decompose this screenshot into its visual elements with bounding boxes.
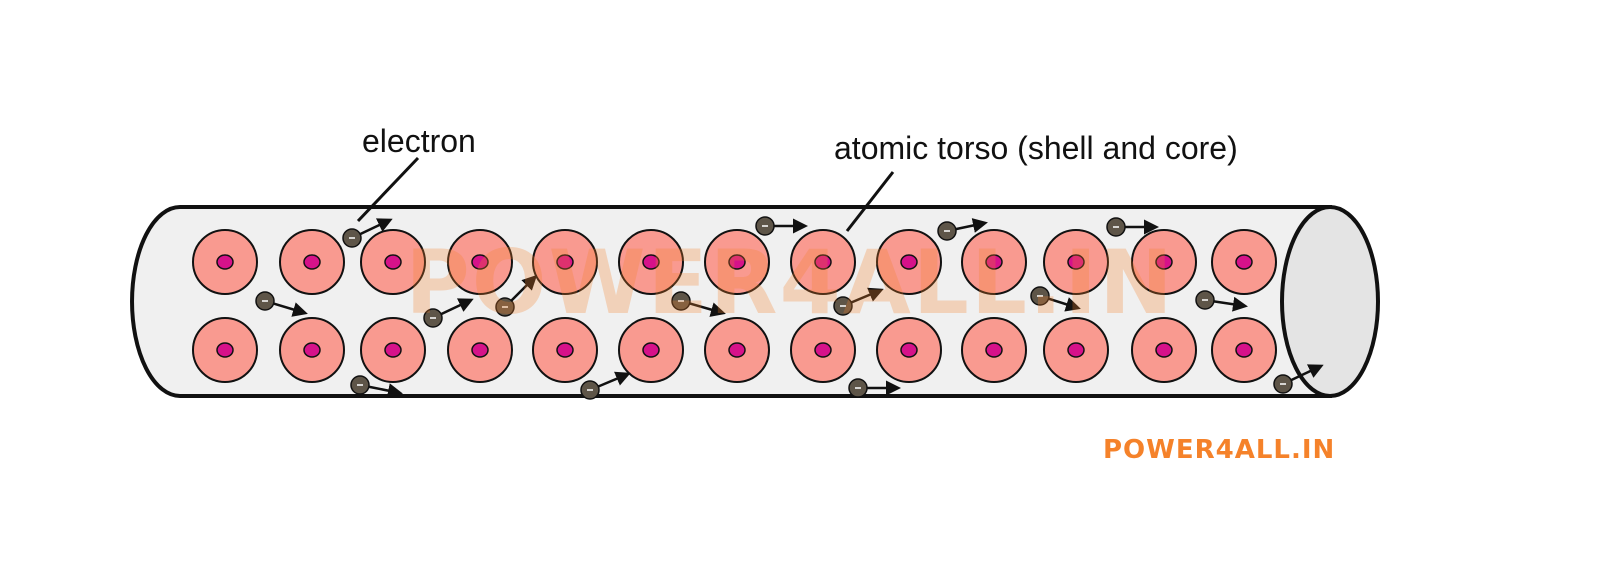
atom (192, 317, 258, 383)
electron-direction-arrow (440, 298, 474, 316)
electron-direction-arrow (273, 302, 308, 317)
electron-direction-arrow (368, 383, 403, 399)
atom-core (642, 342, 660, 358)
atom-lattice (192, 229, 1277, 383)
atom (790, 317, 856, 383)
electron (1030, 286, 1081, 312)
wire-end-face (1280, 205, 1380, 398)
atom (1043, 229, 1109, 295)
electron-direction-arrow (359, 218, 393, 236)
watermark-large: POWER4ALL.IN (405, 231, 1175, 334)
atom-core (985, 342, 1003, 358)
electron (1106, 217, 1159, 237)
atom (447, 229, 513, 295)
atom (876, 317, 942, 383)
atom-core (384, 342, 402, 358)
atomic-torso-leader-line (845, 171, 895, 232)
electron (423, 298, 474, 328)
atom-core (303, 254, 321, 270)
atom (1131, 317, 1197, 383)
atom (532, 229, 598, 295)
atom (790, 229, 856, 295)
atom-core (900, 254, 918, 270)
atom (279, 317, 345, 383)
atom-core (556, 254, 574, 270)
atom-core (814, 342, 832, 358)
atom (532, 317, 598, 383)
atom (279, 229, 345, 295)
atom (447, 317, 513, 383)
atom (1131, 229, 1197, 295)
electron-direction-arrow (1213, 296, 1248, 312)
atom-core (471, 342, 489, 358)
electron (495, 274, 538, 317)
atom (1211, 317, 1277, 383)
atom (360, 229, 426, 295)
atom (1043, 317, 1109, 383)
electron (342, 218, 393, 248)
electron-direction-arrow (1048, 297, 1081, 312)
atom-core (471, 254, 489, 270)
atom-core (556, 342, 574, 358)
atom-core (1235, 342, 1253, 358)
electron-direction-arrow (597, 371, 631, 388)
atomic-torso-label: atomic torso (shell and core) (834, 130, 1238, 166)
atom (360, 317, 426, 383)
atom-core (642, 254, 660, 270)
atom (704, 229, 770, 295)
electron (848, 378, 901, 398)
atom-core (985, 254, 1003, 270)
atom-core (1155, 342, 1173, 358)
electron (350, 375, 403, 399)
atom-core (216, 254, 234, 270)
atom (961, 317, 1027, 383)
electron-direction-arrow (850, 287, 884, 304)
wire-body (130, 205, 1332, 398)
electron (833, 287, 884, 316)
electron-label: electron (362, 123, 476, 159)
electron (255, 291, 308, 317)
atom-core (728, 342, 746, 358)
atom (192, 229, 258, 295)
atom-core (1155, 254, 1173, 270)
electron (671, 291, 726, 317)
electron (580, 371, 631, 400)
atom-core (1067, 254, 1085, 270)
atom (618, 229, 684, 295)
electron (1273, 364, 1324, 394)
atom (961, 229, 1027, 295)
atom-core (728, 254, 746, 270)
atom (876, 229, 942, 295)
free-electrons (255, 216, 1324, 400)
atom-core (384, 254, 402, 270)
atom (704, 317, 770, 383)
atom-core (303, 342, 321, 358)
atom (618, 317, 684, 383)
electron-leader-line (356, 156, 420, 223)
atom-core (814, 254, 832, 270)
electron-direction-arrow (1290, 364, 1324, 382)
electron (937, 218, 988, 241)
electron-direction-arrow (955, 218, 988, 233)
electron-direction-arrow (689, 302, 726, 317)
atom-core (1067, 342, 1085, 358)
electron (1195, 290, 1248, 312)
atom-core (216, 342, 234, 358)
electron-direction-arrow (510, 274, 538, 302)
atom-core (900, 342, 918, 358)
watermark-small: POWER4ALL.IN (1103, 435, 1335, 465)
electron (755, 216, 808, 236)
atom-core (1235, 254, 1253, 270)
atom (1211, 229, 1277, 295)
